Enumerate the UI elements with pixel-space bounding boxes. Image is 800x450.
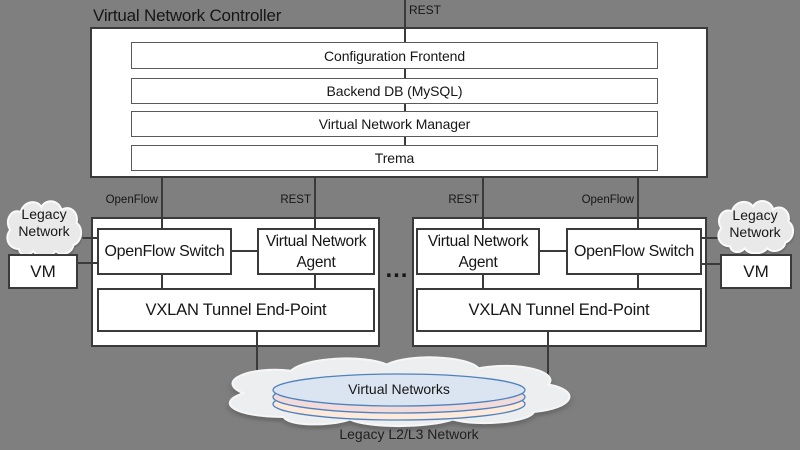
servers-ellipsis: … xyxy=(384,256,410,283)
openflow-switch-right: OpenFlow Switch xyxy=(566,228,702,275)
openflow-label-left: OpenFlow xyxy=(105,194,158,206)
layer-trema: Trema xyxy=(131,145,658,171)
rest-label-top: REST xyxy=(409,3,442,17)
vxlan-tunnel-endpoint-right: VXLAN Tunnel End-Point xyxy=(416,288,702,332)
rest-label-right: REST xyxy=(448,194,479,206)
layer-virtual-network-manager: Virtual Network Manager xyxy=(131,111,658,137)
virtual-network-agent-left: Virtual Network Agent xyxy=(257,228,375,275)
vm-box-right: VM xyxy=(720,254,792,289)
vxlan-tunnel-endpoint-left: VXLAN Tunnel End-Point xyxy=(97,288,375,332)
virtual-networks-label: Virtual Networks xyxy=(348,381,450,397)
vm-box-left: VM xyxy=(8,254,78,289)
layer-configuration-frontend: Configuration Frontend xyxy=(131,42,658,69)
layer-backend-db: Backend DB (MySQL) xyxy=(131,78,658,104)
rest-label-left: REST xyxy=(280,194,311,206)
legacy-l2l3-network-label: Legacy L2/L3 Network xyxy=(339,426,479,442)
legacy-network-label-left: Legacy Network xyxy=(18,206,70,239)
controller-title: Virtual Network Controller xyxy=(93,6,282,25)
openflow-switch-left: OpenFlow Switch xyxy=(97,228,232,275)
virtual-network-agent-right: Virtual Network Agent xyxy=(416,228,540,275)
legacy-network-label-right: Legacy Network xyxy=(729,207,781,240)
openflow-label-right: OpenFlow xyxy=(581,194,634,206)
